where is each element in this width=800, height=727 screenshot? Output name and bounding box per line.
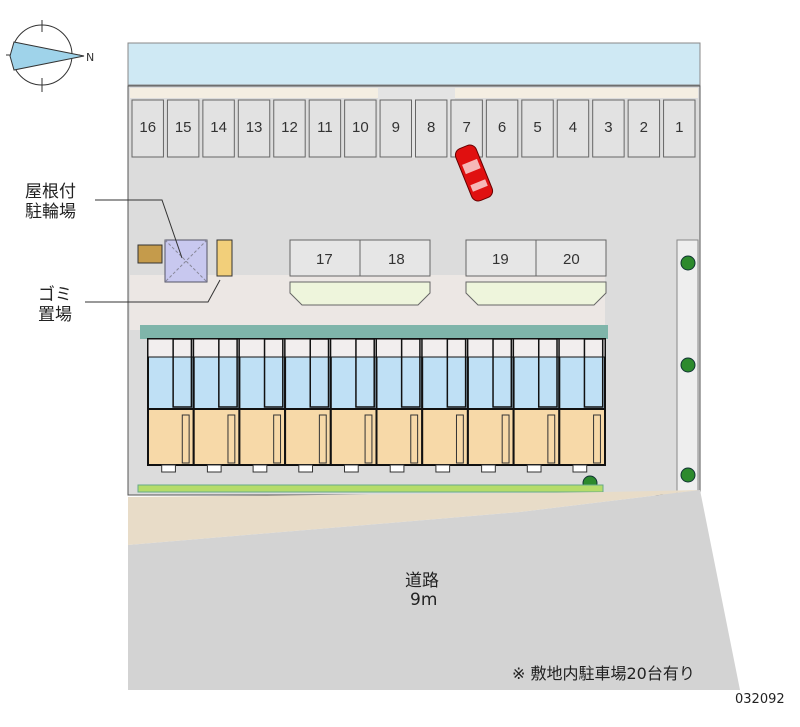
hedge	[137, 484, 604, 493]
parking-stall	[592, 99, 625, 158]
stall-number: 17	[316, 251, 333, 268]
apartment-unit	[375, 338, 424, 473]
parking-stall	[131, 99, 164, 158]
label-line: ゴミ	[38, 285, 72, 305]
apartment-unit	[466, 338, 515, 473]
stall-number: 15	[175, 119, 192, 136]
stall-number: 11	[317, 119, 333, 136]
label-line: 駐輪場	[25, 202, 76, 222]
label-line: 屋根付	[25, 182, 76, 202]
stall-number: 4	[569, 119, 577, 136]
parking-stall	[415, 99, 448, 158]
building-roof	[140, 325, 608, 339]
top-parking-row: 16 15 14 13 12 11 10 9 8 7 6 5 4 3 2 1	[131, 99, 696, 158]
apartment-unit	[329, 338, 378, 473]
stall-number: 9	[392, 119, 400, 136]
parking-stall	[379, 99, 412, 158]
apartment-unit	[238, 338, 287, 473]
stall-number: 16	[139, 119, 156, 136]
parking-stall	[556, 99, 590, 158]
parking-stall	[237, 99, 271, 158]
parking-stall	[166, 99, 200, 158]
compass-icon: N	[6, 20, 94, 92]
parking-stall	[521, 99, 554, 158]
label-line: 置場	[38, 305, 72, 325]
stall-number: 13	[246, 119, 263, 136]
stall-number: 7	[462, 119, 470, 136]
parking-stall	[308, 99, 342, 158]
road-width: 9m	[410, 590, 438, 610]
parking-stall	[485, 99, 519, 158]
tree-icon	[680, 357, 696, 373]
apartment-unit	[558, 338, 606, 473]
walkway	[130, 88, 378, 98]
parking-17-18	[289, 239, 431, 306]
parking-stall	[663, 99, 696, 158]
garbage-label: ゴミ 置場	[38, 285, 72, 325]
stall-number: 6	[498, 119, 506, 136]
walkway	[455, 88, 698, 98]
apartment-unit	[284, 338, 332, 473]
tree-icon	[680, 467, 696, 483]
parking-19-20	[465, 239, 607, 306]
car-icon	[454, 144, 494, 202]
tree-icon	[680, 255, 696, 271]
sign-board	[137, 244, 163, 264]
property-code: 032092	[735, 692, 785, 707]
parking-note: ※ 敷地内駐車場20台有り	[512, 664, 695, 683]
parking-stall	[627, 99, 661, 158]
waterway	[127, 42, 701, 86]
parking-stall	[202, 99, 235, 158]
apartment-unit	[512, 338, 561, 473]
stall-number: 3	[604, 119, 612, 136]
compass-north-label: N	[86, 51, 94, 64]
apartment-building	[147, 338, 606, 473]
apartment-unit	[147, 338, 195, 473]
bike-parking-label: 屋根付 駐輪場	[25, 182, 76, 222]
stall-number: 8	[427, 119, 435, 136]
bike-shelter	[164, 239, 208, 283]
road	[128, 490, 740, 690]
stall-number: 14	[210, 119, 227, 136]
apartment-unit	[192, 338, 241, 473]
sidewalk	[128, 490, 700, 545]
stall-number: 19	[492, 251, 509, 268]
stall-number: 12	[281, 119, 298, 136]
stall-number: 10	[352, 119, 369, 136]
apartment-unit	[421, 338, 469, 473]
stall-number: 1	[675, 119, 683, 136]
stall-number: 20	[563, 251, 580, 268]
stall-number: 5	[533, 119, 541, 136]
road-label: 道路	[405, 571, 439, 591]
stall-number: 2	[640, 119, 648, 136]
parking-stall	[344, 99, 377, 158]
garbage-area	[216, 239, 233, 277]
stall-number: 18	[388, 251, 405, 268]
parking-stall	[273, 99, 306, 158]
